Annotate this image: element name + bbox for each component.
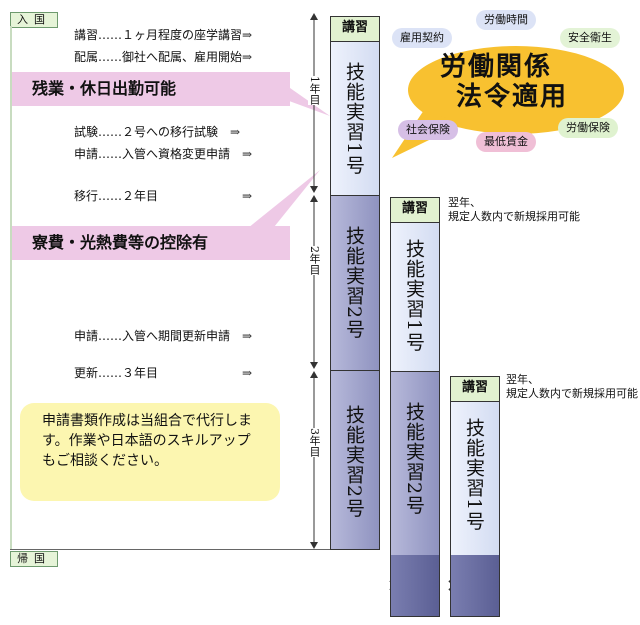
col2-note-line1: 翌年、: [448, 196, 481, 209]
col1-lecture-cap: 講習: [330, 16, 380, 42]
law-title-line2: 法令適用: [456, 82, 569, 112]
left-rail: [10, 26, 12, 550]
step-renewal-application: 申請……入管へ期間更新申請 ⇒: [74, 329, 253, 343]
col1-gino2-year2-text: 技能実習2号: [343, 226, 365, 340]
col3-continuation: [450, 555, 500, 617]
callout-overtime: 残業・休日出勤可能: [12, 72, 290, 106]
col2-gino2: 技能実習2号: [390, 371, 440, 556]
col1-gino1: 技能実習1号: [330, 41, 380, 196]
law-title-line1: 労働関係: [440, 52, 553, 82]
return-label: 帰国: [10, 551, 58, 567]
year3-label: 3年目: [308, 428, 321, 457]
col2-continuation: [390, 555, 440, 617]
bubble-safety-health: 安全衛生: [560, 28, 620, 48]
bubble-employment-contract: 雇用契約: [392, 28, 452, 48]
col1-gino2-year2: 技能実習2号: [330, 195, 380, 371]
bubble-working-hours: 労働時間: [476, 10, 536, 30]
year1-label: 1年目: [308, 76, 321, 105]
col2-gino2-text: 技能実習2号: [403, 402, 425, 516]
step-renewal: 更新……３年目 ⇒: [74, 366, 253, 380]
callout-deductions: 寮費・光熱費等の控除有: [12, 226, 290, 260]
year2-label: 2年目: [308, 246, 321, 275]
entry-label: 入国: [10, 12, 58, 28]
col1-gino2-year3-text: 技能実習2号: [343, 405, 365, 519]
col1-gino2-year3: 技能実習2号: [330, 370, 380, 550]
col2-lecture-cap: 講習: [390, 197, 440, 223]
col3-gino1-text: 技能実習1号: [463, 418, 485, 532]
col2-note-line2: 規定人数内で新規採用可能: [448, 210, 580, 223]
col3-lecture-cap: 講習: [450, 376, 500, 402]
bubble-labor-insurance: 労働保険: [558, 118, 618, 138]
info-box: 申請書類作成は当組合で代行します。作業や日本語のスキルアップもご相談ください。: [20, 403, 280, 501]
step-transition: 移行……２年目 ⇒: [74, 189, 253, 203]
step-exam: 試験……２号への移行試験 ⇒: [74, 125, 241, 139]
step-assignment: 配属……御社へ配属、雇用開始⇒: [74, 50, 253, 64]
col3-gino1: 技能実習1号: [450, 401, 500, 556]
step-lecture: 講習……１ヶ月程度の座学講習⇒: [74, 28, 253, 42]
bottom-rule: [10, 549, 330, 550]
bubble-social-insurance: 社会保険: [398, 120, 458, 140]
col1-gino1-text: 技能実習1号: [343, 62, 365, 176]
col3-note-line1: 翌年、: [506, 373, 539, 386]
bubble-minimum-wage: 最低賃金: [476, 132, 536, 152]
step-status-change: 申請……入管へ資格変更申請 ⇒: [74, 147, 253, 161]
col3-note-line2: 規定人数内で新規採用可能: [506, 387, 638, 400]
col2-gino1-text: 技能実習1号: [403, 239, 425, 353]
callout-pointer-deductions: [248, 170, 320, 232]
col2-gino1: 技能実習1号: [390, 222, 440, 372]
